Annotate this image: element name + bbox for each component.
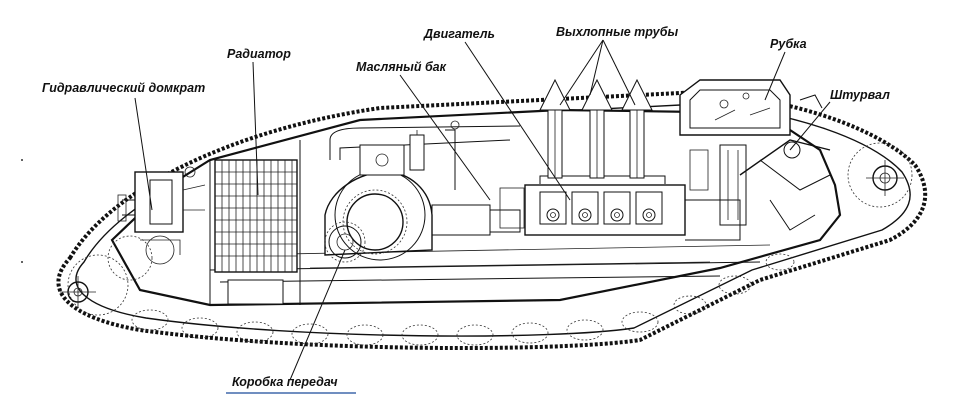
exhaust-pipes: [539, 78, 653, 179]
label-radiator: Радиатор: [227, 47, 291, 61]
labels: Гидравлический домкрат Радиатор Масляный…: [42, 25, 890, 394]
label-oil-tank: Масляный бак: [356, 60, 447, 74]
label-engine: Двигатель: [423, 27, 495, 41]
cabin: [679, 79, 791, 136]
leader-lines: [134, 39, 831, 381]
label-hydraulic-jack: Гидравлический домкрат: [42, 81, 205, 95]
label-steering-wheel: Штурвал: [830, 88, 890, 102]
rear-drive-sprocket: [847, 142, 913, 208]
engine: [499, 175, 741, 241]
steering-wheel: [689, 94, 831, 231]
radiator-fins: [215, 160, 297, 272]
oil-tank: [329, 120, 521, 190]
hydraulic-jack: [117, 166, 206, 255]
label-cabin: Рубка: [770, 37, 807, 51]
road-wheels: [107, 235, 795, 346]
label-gearbox: Коробка передач: [232, 375, 338, 389]
speck: [21, 261, 23, 263]
radiator: [214, 159, 298, 305]
speck: [21, 159, 23, 161]
front-idler-wheel: [60, 254, 129, 316]
label-exhaust-pipes: Выхлопные трубы: [556, 25, 678, 39]
